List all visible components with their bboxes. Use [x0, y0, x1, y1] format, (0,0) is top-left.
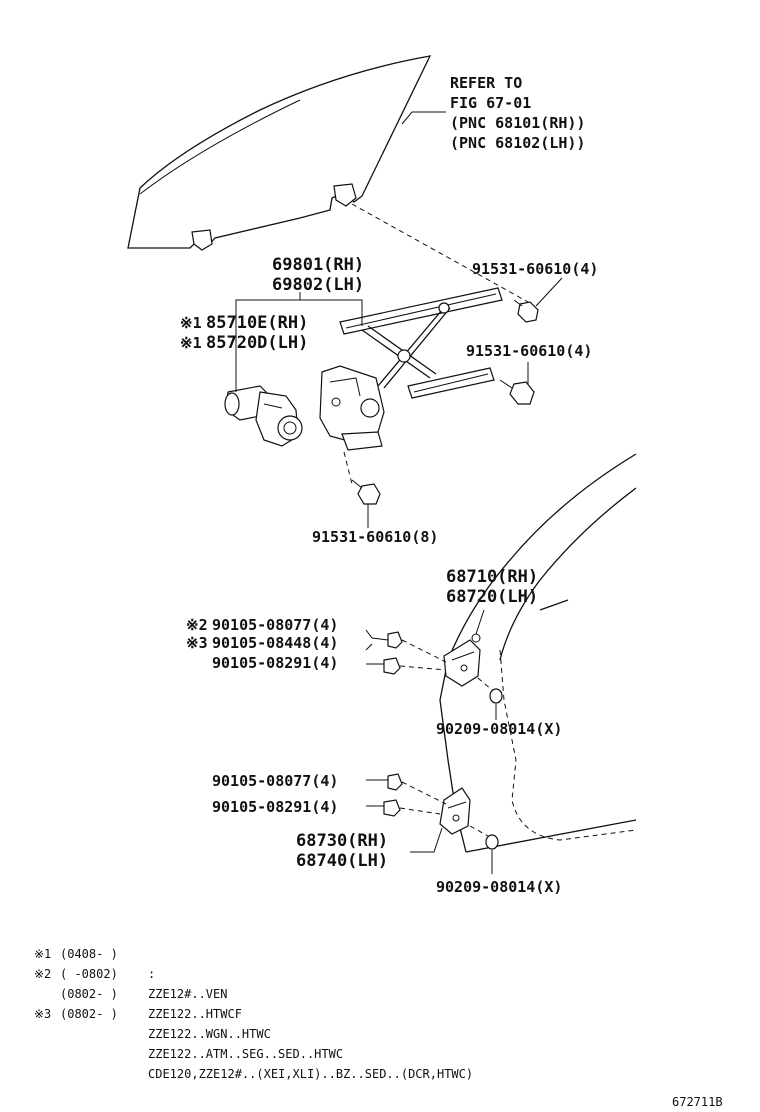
bolt-b-mark: ※3: [186, 634, 208, 652]
note-1-mark: ※1: [34, 947, 51, 961]
nut-upper-label: 90209-08014(X): [436, 720, 562, 738]
glass-to-bolt-dash: [351, 203, 529, 303]
bolt-c-label: 90105-08291(4): [212, 654, 338, 672]
note-5-text: ZZE122..WGN..HTWC: [148, 1027, 271, 1041]
bolt-upper-1: [513, 299, 539, 323]
bolt-a-label: 90105-08077(4): [212, 616, 338, 634]
upper-hinge-rh-label: 68710(RH): [446, 567, 538, 587]
refer-line-4: (PNC 68102(LH)): [450, 134, 585, 152]
note-7-text: CDE120,ZZE12#..(XEI,XLI)..BZ..SED..(DCR,…: [148, 1067, 473, 1081]
motor-rh-label: 85710E(RH): [206, 313, 308, 333]
refer-line-3: (PNC 68101(RH)): [450, 114, 585, 132]
nut-lower: [469, 825, 499, 850]
note-2-text: :: [148, 967, 155, 981]
door-glass: [127, 55, 432, 251]
note-6-text: ZZE122..ATM..SEG..SED..HTWC: [148, 1047, 343, 1061]
figure-id: 672711B: [672, 1095, 723, 1109]
upper-hinge: [443, 633, 481, 687]
bolt-upper-2: [499, 379, 535, 405]
notes-block: ※1 (0408- ) ※2 ( -0802) : (0802- ) ZZE12…: [34, 947, 473, 1081]
bolt-e-label: 90105-08291(4): [212, 798, 338, 816]
lower-hinge-rh-label: 68730(RH): [296, 831, 388, 851]
note-1-range: (0408- ): [60, 947, 118, 961]
bolt-a-mark: ※2: [186, 616, 208, 634]
note-4-mark: ※3: [34, 1007, 51, 1021]
nut-upper: [477, 677, 503, 704]
bolt-upper-1-label: 91531-60610(4): [472, 260, 598, 278]
regulator-leader: [235, 292, 301, 392]
glass-leader: [401, 111, 446, 125]
motor-lh-label: 85720D(LH): [206, 333, 308, 353]
lower-hinge-lh-label: 68740(LH): [296, 851, 388, 871]
bolt-upper-2-label: 91531-60610(4): [466, 342, 592, 360]
bolt-lower-label: 91531-60610(8): [312, 528, 438, 546]
lower-hinge: [439, 787, 471, 835]
regulator-lh-label: 69802(LH): [272, 275, 364, 295]
refer-line-1: REFER TO: [450, 74, 522, 92]
regulator-motor: [224, 385, 303, 447]
refer-line-2: FIG 67-01: [450, 94, 531, 112]
motor-rh-mark: ※1: [180, 314, 202, 332]
note-3-text: ZZE12#..VEN: [148, 987, 227, 1001]
bolt-a: [387, 631, 403, 649]
note-3-range: (0802- ): [60, 987, 118, 1001]
bolt-d-label: 90105-08077(4): [212, 772, 338, 790]
note-4-text: ZZE122..HTWCF: [148, 1007, 242, 1021]
note-2-range: ( -0802): [60, 967, 118, 981]
window-regulator: [319, 287, 503, 451]
bolt-d: [387, 773, 403, 791]
bolt-b-label: 90105-08448(4): [212, 634, 338, 652]
upper-hinge-lh-label: 68720(LH): [446, 587, 538, 607]
nut-lower-label: 90209-08014(X): [436, 878, 562, 896]
bolt-e: [383, 799, 401, 817]
motor-lh-mark: ※1: [180, 334, 202, 352]
regulator-rh-label: 69801(RH): [272, 255, 364, 275]
bolt-lower: [351, 479, 381, 505]
bolt-c: [383, 657, 401, 675]
note-4-range: (0802- ): [60, 1007, 118, 1021]
note-2-mark: ※2: [34, 967, 51, 981]
